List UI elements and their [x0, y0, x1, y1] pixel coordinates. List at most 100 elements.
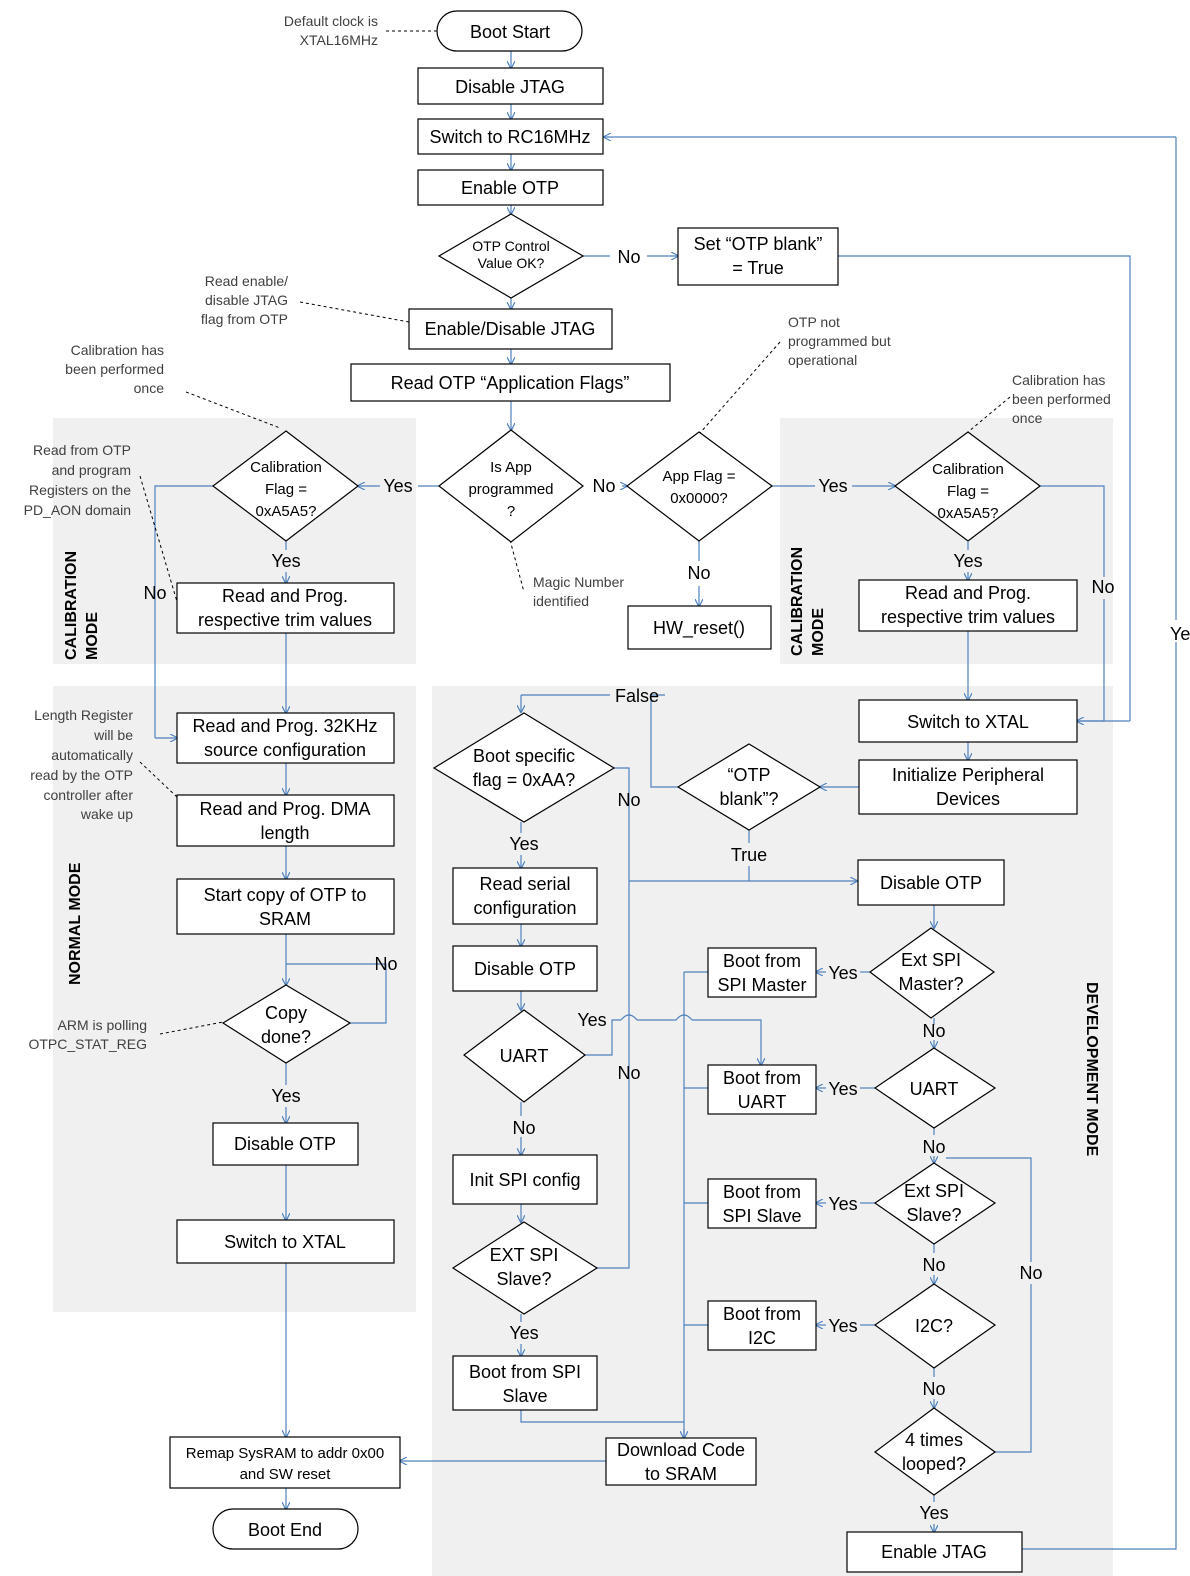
note-arm-polling-2: OTPC_STAT_REG [28, 1036, 147, 1052]
uart-right-label: UART [910, 1079, 959, 1099]
download-code-label-2: to SRAM [645, 1464, 717, 1484]
note-cal-left-1: Calibration has [71, 342, 164, 358]
enable-otp-label: Enable OTP [461, 178, 559, 198]
ext-spi-master-label-1: Ext SPI [901, 950, 961, 970]
edge-label-yes: Yes [509, 1323, 538, 1343]
is-app-label-2: programmed [468, 481, 553, 498]
edge-label-no: No [143, 583, 166, 603]
boot-uart-label-1: Boot from [723, 1068, 801, 1088]
edge-label-no: No [687, 563, 710, 583]
edge-label-yes: Yes [577, 1010, 606, 1030]
switch-rc16-box: Switch to RC16MHz [417, 118, 604, 155]
edge-label-yes: Yes [509, 834, 538, 854]
app-flag-label-1: App Flag = [663, 468, 736, 485]
note-read-from-otp-1: Read from OTP [33, 442, 131, 458]
read-32khz-label-1: Read and Prog. 32KHz [192, 716, 377, 736]
i2c-label: I2C? [915, 1316, 953, 1336]
edge-label-yes: Yes [818, 476, 847, 496]
read-trim-left-label-2: respective trim values [198, 610, 372, 630]
remap-box: Remap SysRAM to addr 0x00 and SW reset [169, 1436, 401, 1489]
edge-label-yes: Yes [919, 1503, 948, 1523]
uart-left-label: UART [500, 1046, 549, 1066]
remap-label-2: and SW reset [240, 1466, 332, 1483]
note-default-clock-1: Default clock is [284, 13, 378, 29]
disable-jtag-label: Disable JTAG [455, 77, 565, 97]
download-code-box: Download Code to SRAM [605, 1437, 757, 1486]
calibration-flag-right-decision: Calibration Flag = 0xA5A5? [893, 431, 1041, 542]
edge-label-no: No [1091, 577, 1114, 597]
boot-end-label: Boot End [248, 1520, 322, 1540]
edge-label-no: No [617, 247, 640, 267]
ext-spi-slave-right-label-2: Slave? [906, 1205, 961, 1225]
cal-flag-left-label-2: Flag = [265, 481, 307, 498]
boot-i2c-label-2: I2C [748, 1328, 776, 1348]
enable-disable-jtag-label: Enable/Disable JTAG [425, 319, 596, 339]
copy-done-label-1: Copy [265, 1003, 307, 1023]
note-default-clock-2: XTAL16MHz [300, 32, 378, 48]
edge-label-yes: Yes [953, 551, 982, 571]
boot-spi-master-box: Boot from SPI Master [707, 947, 817, 998]
boot-flag-label-2: flag = 0xAA? [473, 770, 576, 790]
edge-label-no: No [617, 790, 640, 810]
edge-label-no: No [922, 1137, 945, 1157]
note-read-jtag-2: disable JTAG [205, 292, 288, 308]
start-copy-box: Start copy of OTP to SRAM [176, 878, 395, 935]
boot-flag-decision: Boot specific flag = 0xAA? [432, 712, 616, 823]
edge-label-yes: Yes [271, 551, 300, 571]
note-otp-not-programmed-3: operational [788, 352, 857, 368]
read-serial-label-2: configuration [473, 898, 576, 918]
cal-flag-left-label-3: 0xA5A5? [256, 503, 317, 520]
ext-spi-slave-left-label-1: EXT SPI [490, 1245, 559, 1265]
copy-done-decision: Copy done? [221, 984, 352, 1064]
disable-otp-normal-label: Disable OTP [234, 1134, 336, 1154]
i2c-decision: I2C? [873, 1283, 997, 1369]
edge-label-yes: Yes [828, 1316, 857, 1336]
switch-rc16-label: Switch to RC16MHz [429, 127, 590, 147]
read-serial-label-1: Read serial [479, 874, 570, 894]
note-cal-right-2: been performed [1012, 391, 1111, 407]
ext-spi-master-label-2: Master? [898, 974, 963, 994]
start-copy-label-1: Start copy of OTP to [204, 885, 367, 905]
read-serial-box: Read serial configuration [452, 867, 598, 925]
four-times-label-1: 4 times [905, 1430, 963, 1450]
init-spi-label: Init SPI config [469, 1170, 580, 1190]
cal-flag-right-label-1: Calibration [932, 461, 1004, 478]
boot-flag-label-1: Boot specific [473, 746, 575, 766]
read-app-flags-label: Read OTP “Application Flags” [391, 373, 630, 393]
read-32khz-box: Read and Prog. 32KHz source configuratio… [176, 712, 395, 764]
edge-label-yes: Yes [828, 1194, 857, 1214]
read-trim-right-label-2: respective trim values [881, 607, 1055, 627]
read-trim-right-label-1: Read and Prog. [905, 583, 1031, 603]
otp-control-label-1: OTP Control [472, 238, 550, 254]
is-app-label-3: ? [507, 503, 515, 520]
note-read-from-otp-2: and program [52, 462, 131, 478]
init-peripheral-label-2: Devices [936, 789, 1000, 809]
note-length-register-2: will be [93, 727, 133, 743]
edge-label-no: No [922, 1021, 945, 1041]
normal-mode-label: NORMAL MODE [67, 862, 84, 985]
disable-jtag-box: Disable JTAG [417, 67, 604, 105]
copy-done-label-2: done? [261, 1027, 311, 1047]
switch-xtal-dev-box: Switch to XTAL [858, 699, 1078, 743]
disable-otp-normal-box: Disable OTP [212, 1122, 359, 1166]
boot-start-label: Boot Start [470, 22, 550, 42]
enable-jtag-box: Enable JTAG [846, 1531, 1023, 1573]
boot-spi-slave-left-label-1: Boot from SPI [469, 1362, 581, 1382]
otp-blank-q-label-2: blank”? [719, 789, 778, 809]
read-trim-left-label-1: Read and Prog. [222, 586, 348, 606]
otp-control-label-2: Value OK? [478, 255, 545, 271]
note-cal-left-3: once [134, 380, 165, 396]
edge-label-no: No [512, 1118, 535, 1138]
note-length-register-1: Length Register [34, 707, 133, 723]
edge-label-yes: Yes [1170, 624, 1190, 644]
cal-flag-right-label-3: 0xA5A5? [938, 505, 999, 522]
disable-otp-dev-label: Disable OTP [880, 873, 982, 893]
init-spi-box: Init SPI config [452, 1154, 598, 1205]
edge-label-no: No [922, 1379, 945, 1399]
calibration-mode-right-label-1: CALIBRATION [789, 547, 806, 656]
calibration-mode-right-label-2: MODE [810, 608, 827, 656]
edge-label-yes: Yes [271, 1086, 300, 1106]
uart-left-decision: UART [463, 1009, 586, 1103]
set-otp-blank-label-2: = True [732, 258, 784, 278]
read-dma-label-2: length [260, 823, 309, 843]
